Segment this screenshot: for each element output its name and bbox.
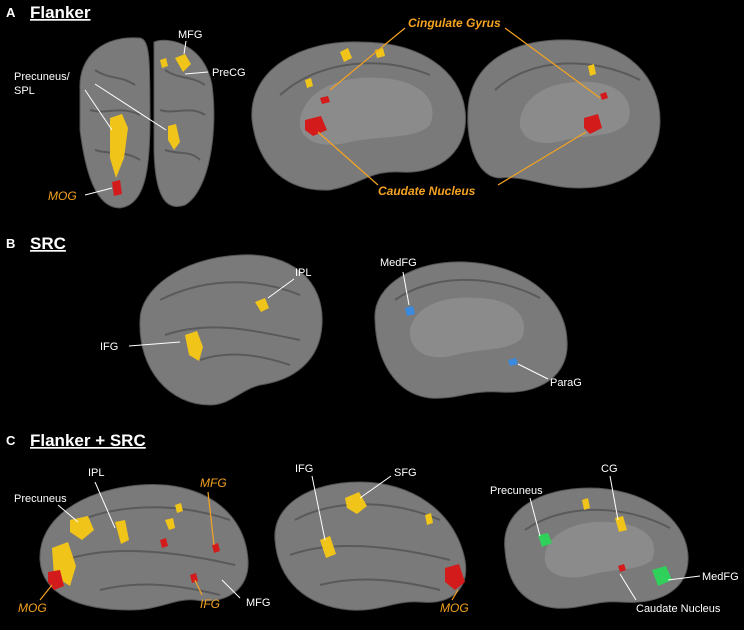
leader-c-mfg-white [221, 579, 241, 599]
leader-c-ifg-white [311, 475, 326, 541]
label-a-precuneus-1: Precuneus/ [14, 71, 71, 83]
leader-c-ipl [94, 481, 116, 529]
leader-a-precuneus-1 [84, 89, 113, 131]
leader-a-cingulate-2 [504, 27, 601, 99]
panel-a-letter: A [6, 5, 16, 20]
leader-a-caudate-2 [497, 131, 587, 186]
label-a-precg: PreCG [212, 67, 246, 79]
label-b-ipl: IPL [295, 267, 312, 279]
label-c-cg: CG [601, 463, 618, 475]
leader-c-medfg [667, 575, 701, 581]
leader-b-parag [517, 363, 549, 380]
label-a-mfg: MFG [178, 29, 202, 41]
panel-c-medial-brain-right [504, 487, 689, 609]
leader-a-precg [184, 71, 209, 75]
leader-c-cg [609, 475, 619, 521]
label-c-ipl: IPL [88, 467, 105, 479]
leader-b-ipl [267, 278, 295, 299]
leader-c-mog-left [39, 584, 53, 601]
leader-a-caudate-1 [317, 131, 379, 186]
panel-c-lateral-brain-left [39, 483, 249, 611]
leader-c-sfg [359, 475, 392, 499]
panel-b-title: SRC [30, 234, 66, 253]
label-a-mog: MOG [48, 189, 77, 203]
panel-b-letter: B [6, 236, 15, 251]
leader-a-mfg [183, 40, 187, 55]
label-b-parag: ParaG [550, 377, 582, 389]
label-a-cingulate: Cingulate Gyrus [408, 16, 501, 30]
label-b-ifg: IFG [100, 341, 118, 353]
label-c-ifg-orange: IFG [200, 597, 220, 611]
label-c-mfg-orange: MFG [200, 476, 227, 490]
label-c-caudate: Caudate Nucleus [636, 603, 721, 615]
leader-c-precuneus-left [57, 504, 79, 523]
label-c-precuneus-left: Precuneus [14, 493, 67, 505]
leader-c-mog-mid [451, 589, 459, 601]
leader-a-cingulate-1 [329, 27, 406, 91]
panel-b-medial-brain [374, 261, 568, 399]
leader-b-ifg [128, 341, 181, 347]
label-c-ifg-white: IFG [295, 463, 313, 475]
label-c-mog-mid: MOG [440, 601, 469, 615]
leader-c-mfg-orange [207, 491, 215, 546]
label-c-medfg: MedFG [702, 571, 739, 583]
leader-c-caudate [619, 573, 637, 601]
panel-c-lateral-brain-mid [274, 481, 467, 611]
leader-c-precuneus-right [529, 497, 541, 537]
panel-b-lateral-brain [139, 254, 323, 406]
label-a-caudate: Caudate Nucleus [378, 184, 476, 198]
leader-a-precuneus-2 [94, 83, 167, 131]
label-a-precuneus-2: SPL [14, 85, 35, 97]
panel-a-medial-brain-2 [467, 39, 661, 189]
leader-a-mog [84, 187, 113, 196]
label-c-sfg: SFG [394, 467, 417, 479]
label-b-medfg: MedFG [380, 257, 417, 269]
label-c-precuneus-right: Precuneus [490, 485, 543, 497]
label-c-mfg-white: MFG [246, 597, 270, 609]
panel-c-letter: C [6, 433, 16, 448]
label-c-mog-left: MOG [18, 601, 47, 615]
panel-c-title: Flanker + SRC [30, 431, 146, 450]
panel-a-dorsal-brain [79, 37, 215, 209]
leader-b-medfg [402, 271, 410, 306]
panel-a-title: Flanker [30, 3, 91, 22]
panel-a-medial-brain-1 [251, 41, 467, 191]
leader-c-ifg-orange [194, 579, 203, 596]
